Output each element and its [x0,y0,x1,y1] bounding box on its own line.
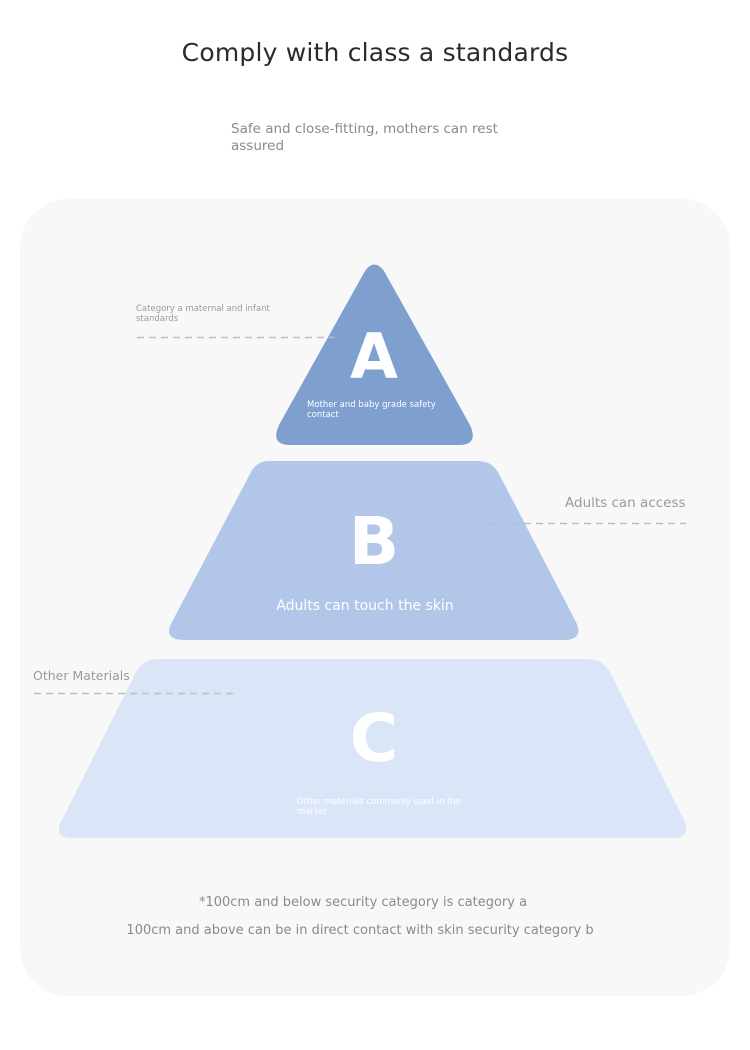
page-title: Comply with class a standards [181,38,569,67]
tier-c-callout-label: Other Materials [33,668,130,683]
tier-b-description: Adults can touch the skin [276,598,454,614]
tier-b-callout-label: Adults can access [565,495,686,511]
footnote-category-a: *100cm and below security category is ca… [198,895,528,910]
tier-a-shape [276,264,473,445]
tier-c-letter: C [349,700,399,777]
footnote-category-b: 100cm and above can be in direct contact… [126,923,594,938]
page-subtitle: Safe and close-fitting, mothers can rest… [231,121,498,154]
tier-a-letter: A [350,320,398,393]
tier-c-description: Other materials commonly used in the mar… [297,797,462,817]
tier-b-letter: B [348,503,400,580]
tier-a-description: Mother and baby grade safety contact [307,400,436,420]
tier-a-callout-label: Category a maternal and infant standards [136,304,270,324]
tier-c-shape [58,659,687,838]
tier-b-shape [168,461,579,640]
